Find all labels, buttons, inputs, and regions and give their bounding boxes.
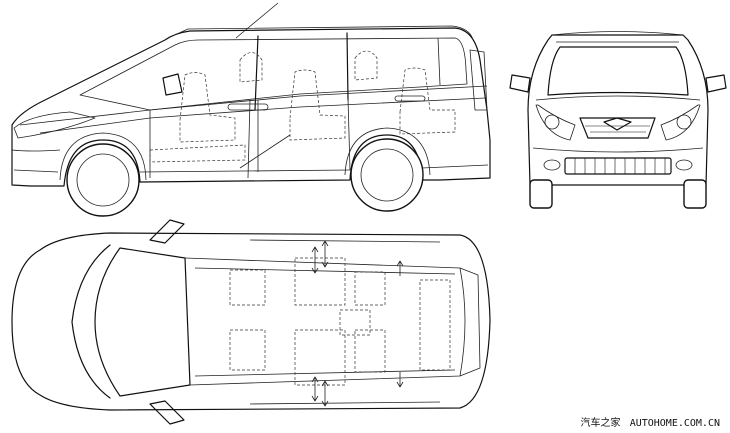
watermark: 汽车之家 AUTOHOME.COM.CN <box>581 414 721 429</box>
top-view <box>11 219 491 425</box>
front-view <box>509 31 727 209</box>
lower-grille-slats <box>574 158 666 174</box>
watermark-site-url: AUTOHOME.COM.CN <box>629 418 720 429</box>
side-view <box>11 2 491 217</box>
top-seats <box>229 257 451 386</box>
watermark-site-name: 汽车之家 <box>580 418 621 429</box>
